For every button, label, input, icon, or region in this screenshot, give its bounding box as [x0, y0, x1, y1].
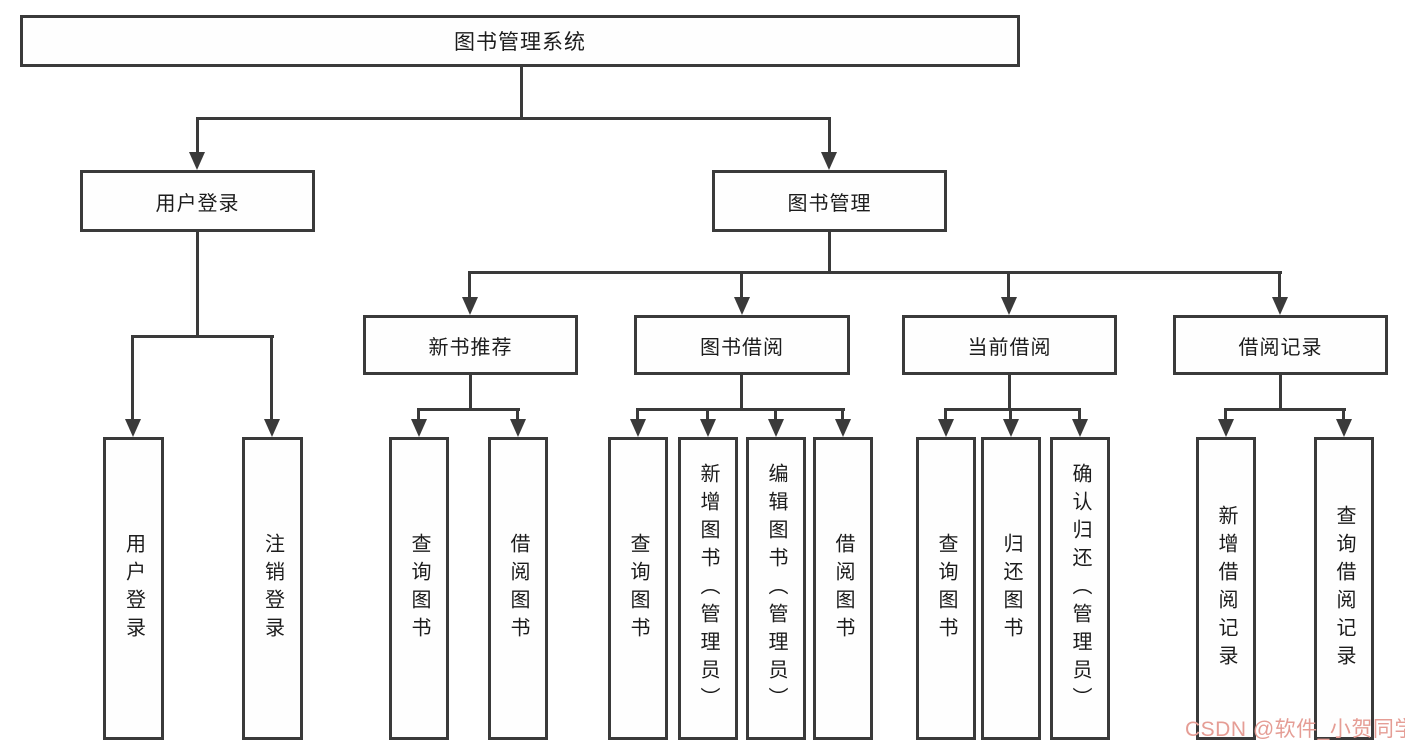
- connector-leaf-shaft: [417, 408, 420, 423]
- connector-leaf-shaft: [1009, 408, 1012, 423]
- connector-leaf-shaft: [636, 408, 639, 423]
- leaf-bb-borrow-books-label: 借阅图书: [832, 532, 854, 645]
- leaf-nbr-borrow-books: 借阅图书: [488, 437, 548, 740]
- node-book-borrow-label: 图书借阅: [700, 336, 784, 359]
- arrow-down-icon: [462, 297, 478, 315]
- node-book-mgmt: 图书管理: [712, 170, 947, 232]
- connector-current-borrow-rail: [944, 408, 1081, 411]
- leaf-logout: 注销登录: [242, 437, 303, 740]
- arrow-down-icon: [835, 419, 851, 437]
- connector-leaf-shaft: [841, 408, 844, 423]
- arrow-down-icon: [1072, 419, 1088, 437]
- arrow-down-icon: [510, 419, 526, 437]
- connector-new-book-rec-shaft: [468, 271, 471, 300]
- connector-book-borrow-rail: [636, 408, 845, 411]
- leaf-bb-edit-books: 编辑图书（管理员）: [746, 437, 806, 740]
- leaf-bb-add-books: 新增图书（管理员）: [678, 437, 738, 740]
- node-book-borrow: 图书借阅: [634, 315, 850, 375]
- arrow-down-icon: [1218, 419, 1234, 437]
- connector-book-borrow-stem: [740, 375, 743, 408]
- leaf-cb-confirm-return: 确认归还（管理员）: [1050, 437, 1110, 740]
- node-current-borrow: 当前借阅: [902, 315, 1117, 375]
- node-user-login: 用户登录: [80, 170, 315, 232]
- leaf-bb-borrow-books: 借阅图书: [813, 437, 873, 740]
- connector-new-book-rec-stem: [469, 375, 472, 408]
- arrow-down-icon: [411, 419, 427, 437]
- leaf-br-add-record: 新增借阅记录: [1196, 437, 1256, 740]
- node-borrow-record: 借阅记录: [1173, 315, 1388, 375]
- leaf-cb-confirm-return-label: 确认归还（管理员）: [1069, 462, 1091, 715]
- arrow-down-icon: [1003, 419, 1019, 437]
- node-root: 图书管理系统: [20, 15, 1020, 67]
- connector-leaf-logout-shaft: [270, 335, 273, 421]
- arrow-down-icon: [189, 152, 205, 170]
- leaf-nbr-borrow-books-label: 借阅图书: [507, 532, 529, 645]
- arrow-down-icon: [125, 419, 141, 437]
- node-user-login-label: 用户登录: [155, 192, 240, 215]
- node-borrow-record-label: 借阅记录: [1238, 336, 1323, 359]
- arrow-down-icon: [768, 419, 784, 437]
- connector-new-book-rec-rail: [417, 408, 520, 411]
- leaf-bb-edit-books-label: 编辑图书（管理员）: [765, 462, 787, 715]
- connector-book-mgmt-stem: [828, 232, 831, 271]
- arrow-down-icon: [938, 419, 954, 437]
- leaf-bb-query-books-label: 查询图书: [627, 532, 649, 645]
- leaf-cb-query-books-label: 查询图书: [935, 532, 957, 645]
- arrow-down-icon: [734, 297, 750, 315]
- leaf-nbr-query-books-label: 查询图书: [408, 532, 430, 645]
- connector-current-borrow-stem: [1008, 375, 1011, 408]
- arrow-down-icon: [1336, 419, 1352, 437]
- leaf-br-query-record-label: 查询借阅记录: [1333, 504, 1355, 673]
- connector-borrow-record-stem: [1279, 375, 1282, 408]
- node-current-borrow-label: 当前借阅: [967, 336, 1052, 359]
- connector-leaf-shaft: [1224, 408, 1227, 423]
- connector-user-login-stem: [196, 232, 199, 335]
- connector-book-mgmt-rail: [468, 271, 1282, 274]
- connector-book-mgmt-shaft: [828, 117, 831, 155]
- arrow-down-icon: [821, 152, 837, 170]
- watermark: CSDN @软件_小贺同学: [1185, 718, 1405, 741]
- arrow-down-icon: [700, 419, 716, 437]
- connector-root-stem: [520, 67, 523, 119]
- connector-leaf-shaft: [1078, 408, 1081, 423]
- connector-borrow-record-rail: [1224, 408, 1346, 411]
- node-new-book-rec: 新书推荐: [363, 315, 578, 375]
- leaf-logout-label: 注销登录: [261, 532, 284, 645]
- connector-borrow-record-shaft: [1278, 271, 1281, 300]
- arrow-down-icon: [1001, 297, 1017, 315]
- connector-leaf-shaft: [944, 408, 947, 423]
- connector-leaf-shaft: [774, 408, 777, 423]
- leaf-user-login: 用户登录: [103, 437, 164, 740]
- connector-leaf-shaft: [516, 408, 519, 423]
- leaf-bb-query-books: 查询图书: [608, 437, 668, 740]
- leaf-cb-return-books: 归还图书: [981, 437, 1041, 740]
- connector-leaf-shaft: [706, 408, 709, 423]
- leaf-cb-return-books-label: 归还图书: [1000, 532, 1022, 645]
- node-book-mgmt-label: 图书管理: [787, 192, 872, 215]
- leaf-user-login-label: 用户登录: [122, 532, 145, 645]
- leaf-br-query-record: 查询借阅记录: [1314, 437, 1374, 740]
- connector-current-borrow-shaft: [1007, 271, 1010, 300]
- arrow-down-icon: [630, 419, 646, 437]
- connector-root-rail: [196, 117, 831, 120]
- connector-user-login-rail: [131, 335, 274, 338]
- node-root-label: 图书管理系统: [454, 31, 586, 54]
- connector-leaf-shaft: [1342, 408, 1345, 423]
- arrow-down-icon: [264, 419, 280, 437]
- connector-user-login-shaft: [196, 117, 199, 155]
- arrow-down-icon: [1272, 297, 1288, 315]
- leaf-nbr-query-books: 查询图书: [389, 437, 449, 740]
- connector-book-borrow-shaft: [740, 271, 743, 300]
- leaf-cb-query-books: 查询图书: [916, 437, 976, 740]
- node-new-book-rec-label: 新书推荐: [428, 336, 513, 359]
- connector-leaf-user-login-shaft: [131, 335, 134, 421]
- leaf-bb-add-books-label: 新增图书（管理员）: [697, 462, 719, 715]
- leaf-br-add-record-label: 新增借阅记录: [1215, 504, 1237, 673]
